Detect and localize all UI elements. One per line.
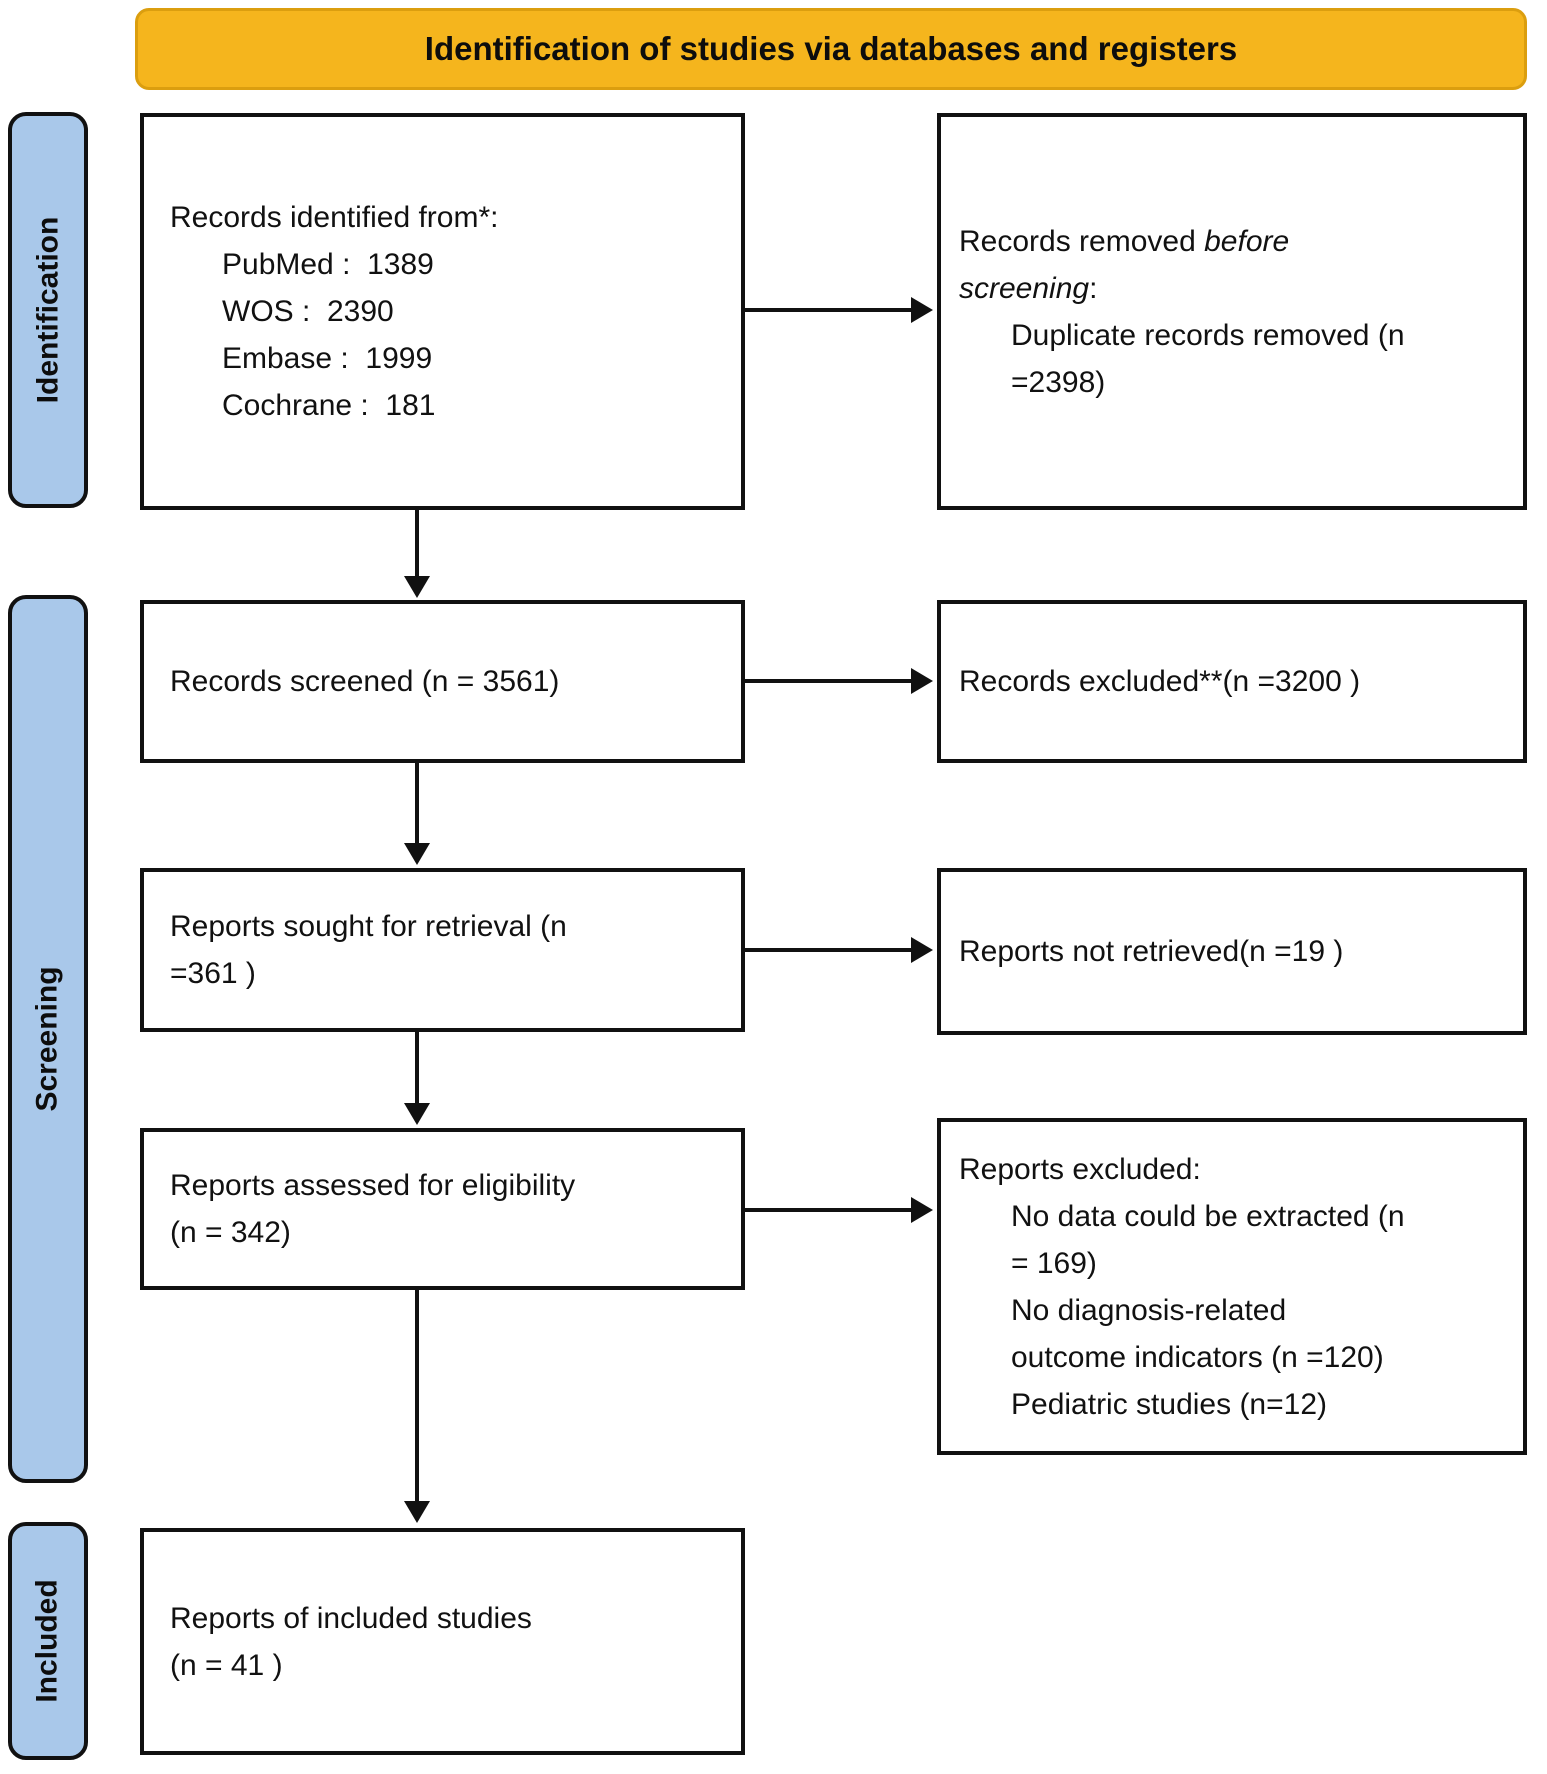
reports-excluded-no-data-cont: = 169): [1011, 1246, 1097, 1280]
diagram-title: Identification of studies via databases …: [424, 30, 1238, 67]
stage-included-label: Included: [31, 1579, 64, 1703]
reports-excluded-no-diagnosis: No diagnosis-related: [1011, 1293, 1287, 1327]
arrow-screened-to-excluded-line: [745, 679, 913, 683]
arrow-sought-to-notretrieved-head-icon: [911, 937, 933, 963]
records-identified-pubmed: PubMed : 1389: [222, 248, 434, 281]
records-identified-wos: WOS : 2390: [222, 295, 394, 328]
reports-assessed-line2: (n = 342): [170, 1216, 291, 1249]
box-records-identified: Records identified from*: PubMed : 1389 …: [140, 113, 745, 510]
records-identified-title: Records identified from*:: [170, 201, 499, 234]
box-records-excluded: Records excluded**(n =3200 ): [937, 600, 1527, 763]
stage-identification-label: Identification: [31, 216, 65, 404]
arrow-identified-to-screened-line: [415, 510, 419, 578]
box-reports-sought: Reports sought for retrieval (n =361 ): [140, 868, 745, 1032]
records-removed-line2: screening:: [959, 271, 1098, 305]
arrow-assessed-to-included-line: [415, 1290, 419, 1503]
records-identified-cochrane: Cochrane : 181: [222, 389, 436, 422]
box-reports-assessed: Reports assessed for eligibility (n = 34…: [140, 1128, 745, 1290]
arrow-sought-to-notretrieved-line: [745, 948, 913, 952]
arrow-assessed-to-included-head-icon: [404, 1501, 430, 1523]
records-removed-line1: Records removed before: [959, 224, 1290, 258]
reports-assessed-line1: Reports assessed for eligibility: [170, 1169, 576, 1202]
reports-excluded-no-data: No data could be extracted (n: [1011, 1199, 1405, 1233]
stage-screening-label: Screening: [31, 966, 64, 1112]
reports-included-line1: Reports of included studies: [170, 1601, 532, 1635]
banner-identification-via-databases: Identification of studies via databases …: [135, 8, 1527, 90]
box-reports-included: Reports of included studies (n = 41 ): [140, 1528, 745, 1755]
records-screened-text: Records screened (n = 3561): [170, 665, 560, 698]
records-excluded-text: Records excluded**(n =3200 ): [959, 665, 1361, 698]
reports-excluded-outcome-indicators: outcome indicators (n =120): [1011, 1340, 1384, 1374]
arrow-screened-to-excluded-head-icon: [911, 668, 933, 694]
arrow-sought-to-assessed-head-icon: [404, 1103, 430, 1125]
reports-sought-line1: Reports sought for retrieval (n: [170, 910, 567, 943]
records-identified-embase: Embase : 1999: [222, 342, 433, 375]
stage-identification: Identification: [8, 112, 88, 508]
arrow-sought-to-assessed-line: [415, 1032, 419, 1105]
arrow-assessed-to-excluded-head-icon: [911, 1197, 933, 1223]
box-records-removed: Records removed before screening: Duplic…: [937, 113, 1527, 510]
arrow-identified-to-removed-head-icon: [911, 297, 933, 323]
reports-included-line2: (n = 41 ): [170, 1648, 283, 1682]
stage-screening: Screening: [8, 595, 88, 1483]
box-records-screened: Records screened (n = 3561): [140, 600, 745, 763]
arrow-screened-to-sought-head-icon: [404, 843, 430, 865]
arrow-screened-to-sought-line: [415, 763, 419, 845]
reports-not-retrieved-text: Reports not retrieved(n =19 ): [959, 935, 1344, 968]
reports-excluded-pediatric: Pediatric studies (n=12): [1011, 1387, 1327, 1421]
stage-included: Included: [8, 1522, 88, 1760]
reports-excluded-title: Reports excluded:: [959, 1152, 1201, 1186]
records-removed-duplicates: Duplicate records removed (n: [1011, 318, 1405, 352]
box-reports-not-retrieved: Reports not retrieved(n =19 ): [937, 868, 1527, 1035]
arrow-identified-to-screened-head-icon: [404, 576, 430, 598]
arrow-identified-to-removed-line: [745, 308, 913, 312]
records-removed-duplicates-cont: =2398): [1011, 365, 1106, 399]
arrow-assessed-to-excluded-line: [745, 1208, 913, 1212]
box-reports-excluded: Reports excluded: No data could be extra…: [937, 1118, 1527, 1455]
reports-sought-line2: =361 ): [170, 957, 256, 990]
